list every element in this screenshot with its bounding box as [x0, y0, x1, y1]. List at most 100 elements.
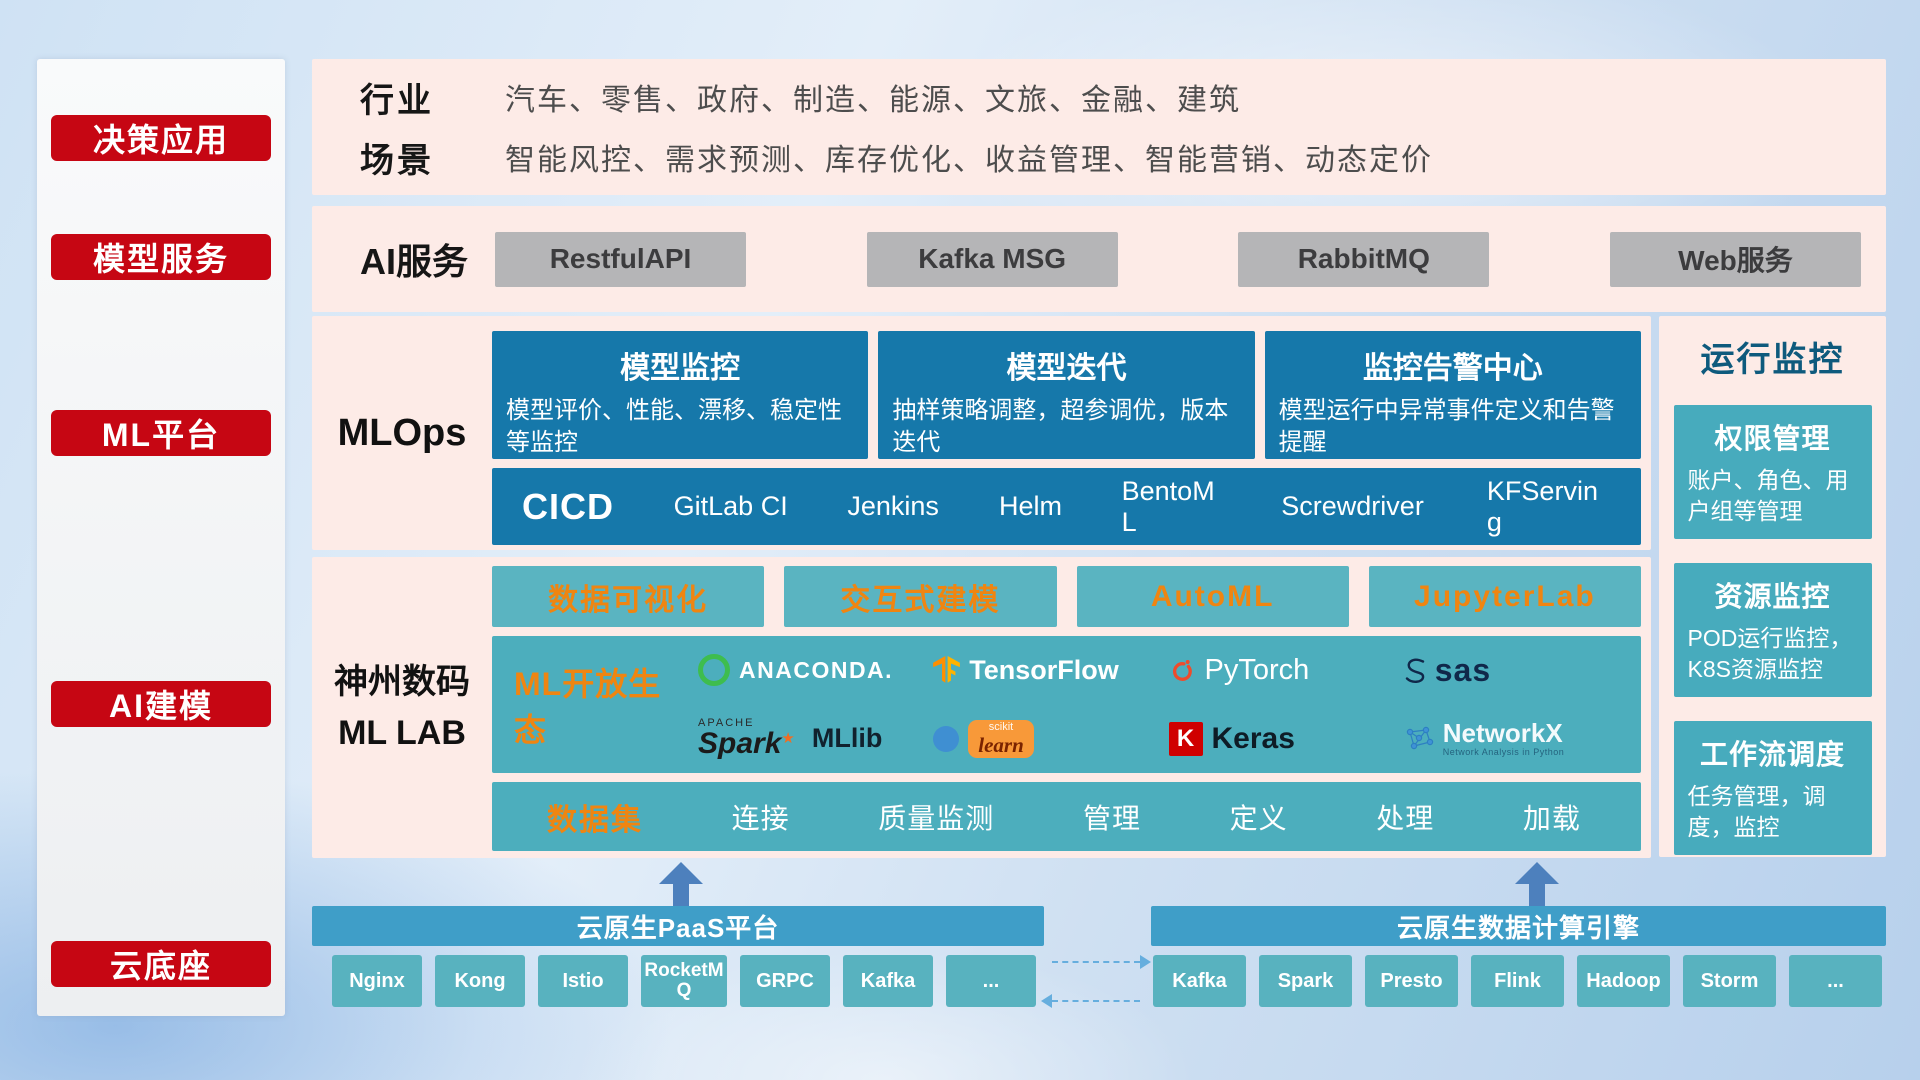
industry-label: 行业: [360, 81, 434, 120]
spark-mllib-logo: APACHE Spark★ MLlib: [684, 718, 919, 759]
scenario-list: 智能风控、需求预测、库存优化、收益管理、智能营销、动态定价: [505, 144, 1433, 177]
chip-grpc: GRPC: [740, 955, 830, 1007]
networkx-logo: NetworkX Network Analysis in Python: [1390, 720, 1625, 757]
apache-label: APACHE: [698, 717, 755, 730]
dashed-arrowhead-right-icon: [1140, 955, 1151, 969]
ml-ecosystem-box: ML开放生态 ANACONDA. TensorFlow: [492, 636, 1641, 773]
chip-flink: Flink: [1471, 955, 1564, 1007]
industry-list: 汽车、零售、政府、制造、能源、文旅、金融、建筑: [505, 84, 1241, 117]
industry-scenario-panel: 行业 汽车、零售、政府、制造、能源、文旅、金融、建筑 场景 智能风控、需求预测、…: [312, 59, 1886, 195]
chip-more: ...: [1789, 955, 1882, 1007]
mllab-tools-row: 数据可视化 交互式建模 AutoML JupyterLab: [492, 566, 1641, 627]
keras-k-icon: K: [1168, 721, 1203, 756]
ai-service-panel: AI服务 RestfulAPI Kafka MSG RabbitMQ Web服务: [312, 206, 1886, 312]
card-workflow-scheduler: 工作流调度 任务管理，调度，监控: [1673, 721, 1872, 856]
up-arrow-stem: [1529, 882, 1545, 908]
dataset-process: 处理: [1376, 802, 1435, 834]
card-title: 资源监控: [1714, 581, 1831, 613]
data-engine-header: 云原生数据计算引擎: [1151, 906, 1886, 946]
card-desc: 账户、角色、用户组等管理: [1687, 467, 1849, 525]
dataset-manage: 管理: [1082, 802, 1141, 834]
layer-badge-decision-apps: 决策应用: [51, 115, 271, 161]
networkx-graph-icon: [1406, 726, 1433, 749]
spark-wordmark-block: APACHE Spark★: [698, 718, 795, 759]
paas-components-row: Nginx Kong Istio RocketMQ GRPC Kafka ...: [332, 953, 1036, 1009]
ai-service-list: RestfulAPI Kafka MSG RabbitMQ Web服务: [495, 231, 1861, 287]
anaconda-wordmark: ANACONDA.: [739, 656, 894, 683]
sas-swirl-icon: [1405, 658, 1424, 683]
tool-gitlab-ci: GitLab CI: [673, 491, 788, 522]
tool-bentoml: BentoML: [1121, 476, 1215, 537]
mllab-label-line2: ML LAB: [338, 713, 466, 752]
dataset-connect: 连接: [731, 802, 790, 834]
dataset-define: 定义: [1229, 802, 1288, 834]
chip-kong: Kong: [435, 955, 525, 1007]
chip-hadoop: Hadoop: [1577, 955, 1670, 1007]
learn-label: learn: [978, 732, 1024, 757]
card-title: 模型迭代: [1006, 352, 1127, 385]
scikit-learn-icon: [933, 725, 960, 752]
card-title: 模型监控: [620, 352, 741, 385]
layer-sidebar: [37, 59, 285, 1016]
paas-header: 云原生PaaS平台: [312, 906, 1044, 946]
data-engine-components-row: Kafka Spark Presto Flink Hadoop Storm ..…: [1153, 953, 1882, 1009]
chip-more: ...: [946, 955, 1036, 1007]
ml-ecosystem-logos: ANACONDA. TensorFlow: [684, 636, 1625, 773]
industry-row: 行业 汽车、零售、政府、制造、能源、文旅、金融、建筑: [312, 73, 1886, 122]
chip-istio: Istio: [538, 955, 628, 1007]
dataset-bar: 数据集 连接 质量监测 管理 定义 处理 加载: [492, 782, 1641, 851]
card-title: 工作流调度: [1699, 739, 1845, 771]
scikit-learn-logo: scikit learn: [919, 719, 1154, 758]
service-rabbitmq: RabbitMQ: [1238, 231, 1490, 287]
tool-screwdriver: Screwdriver: [1281, 491, 1424, 522]
scenario-label: 场景: [360, 141, 434, 180]
ai-service-label: AI服务: [360, 241, 469, 282]
spark-word: Spark: [698, 727, 782, 761]
runtime-monitor-panel: 运行监控 权限管理 账户、角色、用户组等管理 资源监控 POD运行监控，K8S资…: [1659, 316, 1886, 857]
tensorflow-logo: TensorFlow: [919, 655, 1154, 686]
layer-badge-ai-modeling: AI建模: [51, 681, 271, 727]
keras-wordmark: Keras: [1211, 721, 1295, 755]
card-model-monitoring: 模型监控 模型评价、性能、漂移、稳定性等监控: [492, 331, 869, 459]
tool-helm: Helm: [998, 491, 1062, 522]
mllab-content: 数据可视化 交互式建模 AutoML JupyterLab ML开放生态 ANA…: [492, 566, 1641, 851]
cicd-bar: CICD GitLab CI Jenkins Helm BentoML Scre…: [492, 468, 1641, 545]
spark-wordmark: Spark★: [698, 729, 795, 759]
sas-wordmark: sas: [1434, 651, 1492, 688]
mllab-label: 神州数码 ML LAB: [312, 557, 492, 858]
tool-jenkins: Jenkins: [847, 491, 939, 522]
up-arrow-icon: [1515, 862, 1559, 884]
pytorch-logo: PyTorch: [1155, 654, 1390, 687]
layer-badge-model-services: 模型服务: [51, 234, 271, 280]
card-desc: 模型运行中异常事件定义和告警提醒: [1278, 397, 1615, 457]
chip-storm: Storm: [1683, 955, 1776, 1007]
mllab-panel: 神州数码 ML LAB 数据可视化 交互式建模 AutoML JupyterLa…: [312, 557, 1651, 858]
scikit-label: scikit: [988, 720, 1014, 733]
dataset-title: 数据集: [547, 803, 643, 837]
dashed-link-right: [1052, 961, 1140, 963]
layer-badge-cloud-base: 云底座: [51, 941, 271, 987]
tool-jupyterlab: JupyterLab: [1368, 566, 1641, 627]
chip-kafka: Kafka: [843, 955, 933, 1007]
anaconda-logo: ANACONDA.: [684, 654, 919, 687]
networkx-wordmark-block: NetworkX Network Analysis in Python: [1443, 720, 1565, 757]
card-desc: 任务管理，调度，监控: [1687, 783, 1826, 841]
layer-badge-ml-platform: ML平台: [51, 410, 271, 456]
tool-automl: AutoML: [1076, 566, 1349, 627]
service-web: Web服务: [1609, 231, 1861, 287]
card-desc: 抽样策略调整，超参调优，版本迭代: [892, 397, 1229, 457]
anaconda-ring-icon: [698, 654, 730, 687]
card-desc: 模型评价、性能、漂移、稳定性等监控: [506, 397, 842, 457]
card-desc: POD运行监控，K8S资源监控: [1687, 625, 1853, 683]
chip-kafka: Kafka: [1153, 955, 1246, 1007]
card-title: 监控告警中心: [1362, 352, 1543, 385]
sas-logo: sas: [1390, 652, 1625, 689]
chip-nginx: Nginx: [332, 955, 422, 1007]
scikit-learn-wordmark: scikit learn: [968, 719, 1034, 758]
tool-data-visualization: 数据可视化: [492, 566, 765, 627]
up-arrow-stem: [673, 882, 689, 908]
mlops-panel: MLOps 模型监控 模型评价、性能、漂移、稳定性等监控 模型迭代 抽样策略调整…: [312, 316, 1651, 550]
tool-kfserving: KFServing: [1486, 476, 1598, 537]
scenario-row: 场景 智能风控、需求预测、库存优化、收益管理、智能营销、动态定价: [312, 133, 1886, 182]
